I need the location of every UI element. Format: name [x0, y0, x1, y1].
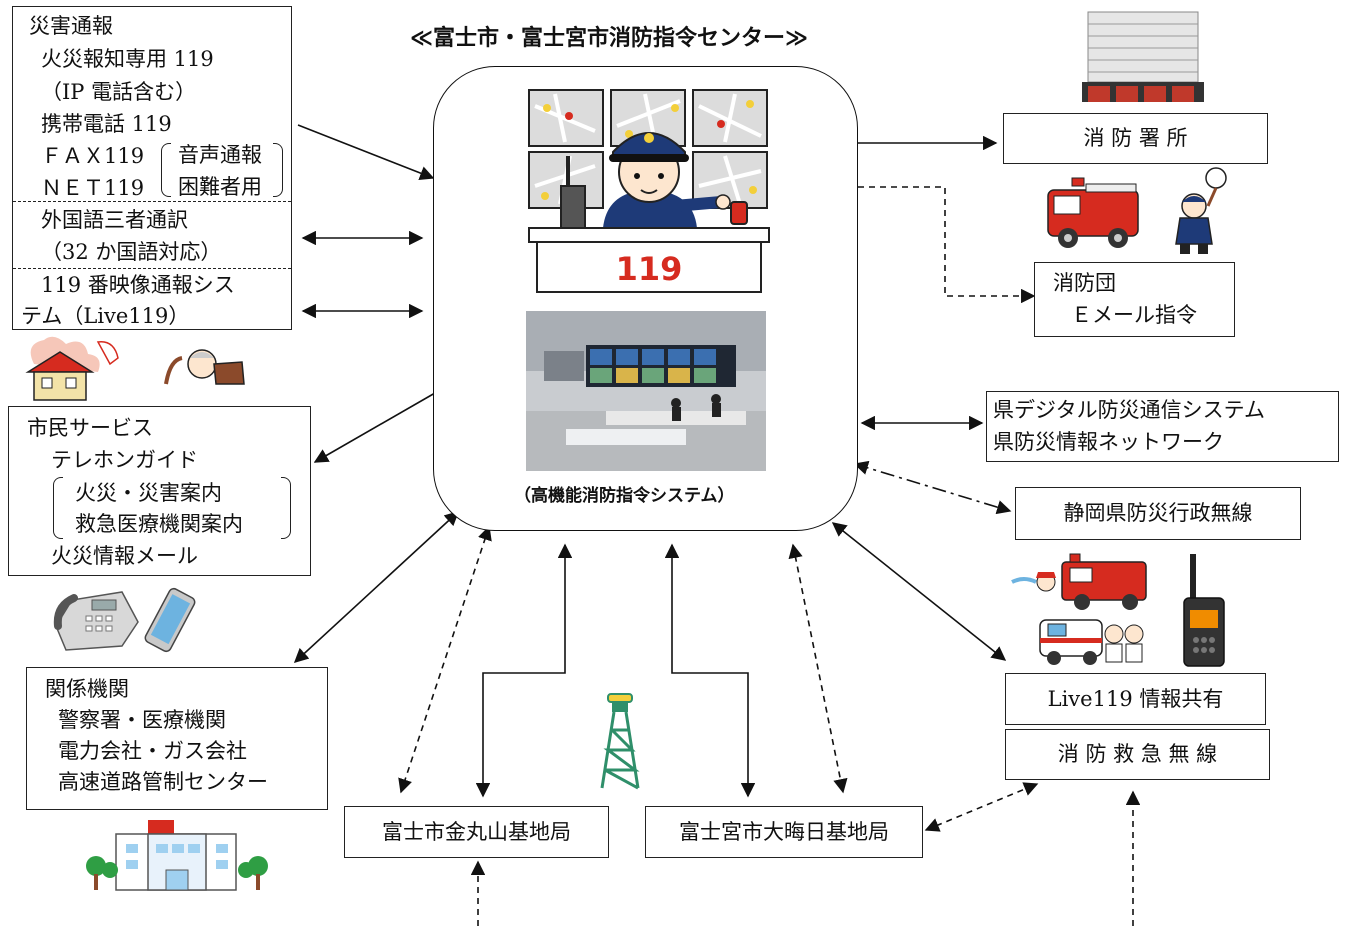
bracket-right: [273, 143, 283, 197]
bracket-left: [53, 477, 63, 539]
page-title: ≪富士市・富士宮市消防指令センター≫: [410, 26, 809, 51]
video-report-line2: テム（Live119）: [21, 304, 190, 328]
arrow-volunteer-email: [858, 186, 1036, 304]
agencies-heading: 関係機関: [45, 677, 129, 701]
email-dispatch-label: Ｅメール指令: [1071, 303, 1197, 327]
fujinomiya-base-station-label: 富士宮市大晦日基地局: [679, 820, 889, 844]
handheld-radio-illustration: [1183, 554, 1225, 667]
expressway-control: 高速道路管制センター: [58, 770, 268, 794]
fire-station-building-illustration: [1082, 11, 1204, 102]
guide-fire-disaster: 火災・災害案内: [75, 481, 222, 505]
video-report-line1: 119 番映像通報シス: [41, 273, 235, 297]
control-room-photo: [526, 311, 766, 471]
shizuoka-radio-box: 静岡県防災行政無線: [1015, 487, 1301, 540]
prefecture-digital-system: 県デジタル防災通信システム: [993, 398, 1265, 422]
fire-info-mail: 火災情報メール: [51, 544, 198, 568]
dispatcher-illustration: 119: [528, 89, 770, 293]
ip-phone-note: （IP 電話含む）: [41, 80, 197, 104]
note-voice-report: 音声通報: [178, 143, 262, 167]
arrow-report-to-center: [297, 124, 435, 180]
fire-ems-radio-label: 消 防 救 急 無 線: [1057, 742, 1218, 766]
interpreter-languages: （32 か国語対応）: [41, 240, 222, 264]
fujinomiya-base-station-box: 富士宮市大晦日基地局: [645, 806, 923, 858]
fallen-elder-illustration: [164, 349, 245, 385]
citizen-service-box: 市民サービス テレホンガイド 火災・災害案内 救急医療機関案内 火災情報メール: [8, 406, 311, 576]
telephone-guide: テレホンガイド: [51, 448, 198, 472]
fuji-base-station-label: 富士市金丸山基地局: [382, 820, 571, 844]
arrow-fujinomiya-wire: [664, 543, 756, 798]
hospital-illustration: [86, 820, 268, 891]
interpreter-service: 外国語三者通訳: [41, 208, 188, 232]
telephone-illustration: [53, 587, 196, 653]
fire-ems-radio-box: 消 防 救 急 無 線: [1005, 729, 1270, 780]
live119-share-box: Live119 情報共有: [1005, 673, 1266, 725]
arrow-shizuoka-radio: [853, 460, 1012, 515]
shizuoka-radio-label: 静岡県防災行政無線: [1063, 501, 1253, 525]
note-difficulty-users: 困難者用: [178, 175, 262, 199]
radio-tower-illustration: [600, 693, 640, 790]
fire-station-box: 消 防 署 所: [1003, 113, 1268, 164]
arrow-live-share: [831, 522, 1007, 661]
fuji-base-station-box: 富士市金丸山基地局: [344, 806, 609, 858]
fire-station-label: 消 防 署 所: [1083, 126, 1188, 150]
divider-dashed-2: [13, 268, 291, 269]
fax-119: ＦＡＸ119: [41, 144, 145, 168]
arrow-fujinomiya-radio-link: [788, 543, 848, 794]
prefecture-network-box: 県デジタル防災通信システム 県防災情報ネットワーク: [986, 391, 1339, 462]
guide-emergency-medical: 救急医療機関案内: [75, 512, 243, 536]
bracket-right: [281, 477, 291, 539]
related-agencies-box: 関係機関 警察署・医療機関 電力会社・ガス会社 高速道路管制センター: [26, 667, 328, 810]
prefecture-info-network: 県防災情報ネットワーク: [993, 430, 1224, 454]
arrow-agencies: [293, 511, 460, 663]
citizen-service-heading: 市民サービス: [27, 416, 153, 440]
fire-truck-illustration: [1047, 177, 1139, 248]
arrow-base-fire-radio: [924, 782, 1039, 832]
console-119-label: 119: [616, 250, 683, 288]
live119-share-label: Live119 情報共有: [1047, 687, 1224, 711]
arrow-fuji-wire: [475, 543, 573, 798]
mobile-119: 携帯電話 119: [41, 112, 172, 136]
bracket-left: [161, 143, 171, 197]
house-fire-illustration: [25, 336, 119, 401]
system-caption: （高機能消防指令システム）: [514, 486, 735, 506]
fire-engine-ambulance-illustration: [1011, 553, 1147, 665]
volunteer-firefighter-illustration: [1175, 167, 1227, 254]
power-gas-companies: 電力会社・ガス会社: [58, 739, 247, 763]
net-119: ＮＥＴ119: [41, 176, 145, 200]
disaster-report-box: 災害通報 火災報知専用 119 （IP 電話含む） 携帯電話 119 ＦＡＸ11…: [12, 6, 292, 330]
disaster-report-heading: 災害通報: [29, 14, 113, 38]
arrow-center-to-citizen: [313, 392, 436, 463]
fire-report-119: 火災報知専用 119: [41, 47, 214, 71]
police-medical: 警察署・医療機関: [58, 708, 226, 732]
arrow-fuji-radio-link: [398, 525, 492, 794]
volunteer-corps-box: 消防団 Ｅメール指令: [1034, 262, 1235, 337]
volunteer-corps-label: 消防団: [1053, 271, 1116, 295]
divider-dashed-1: [13, 201, 291, 202]
